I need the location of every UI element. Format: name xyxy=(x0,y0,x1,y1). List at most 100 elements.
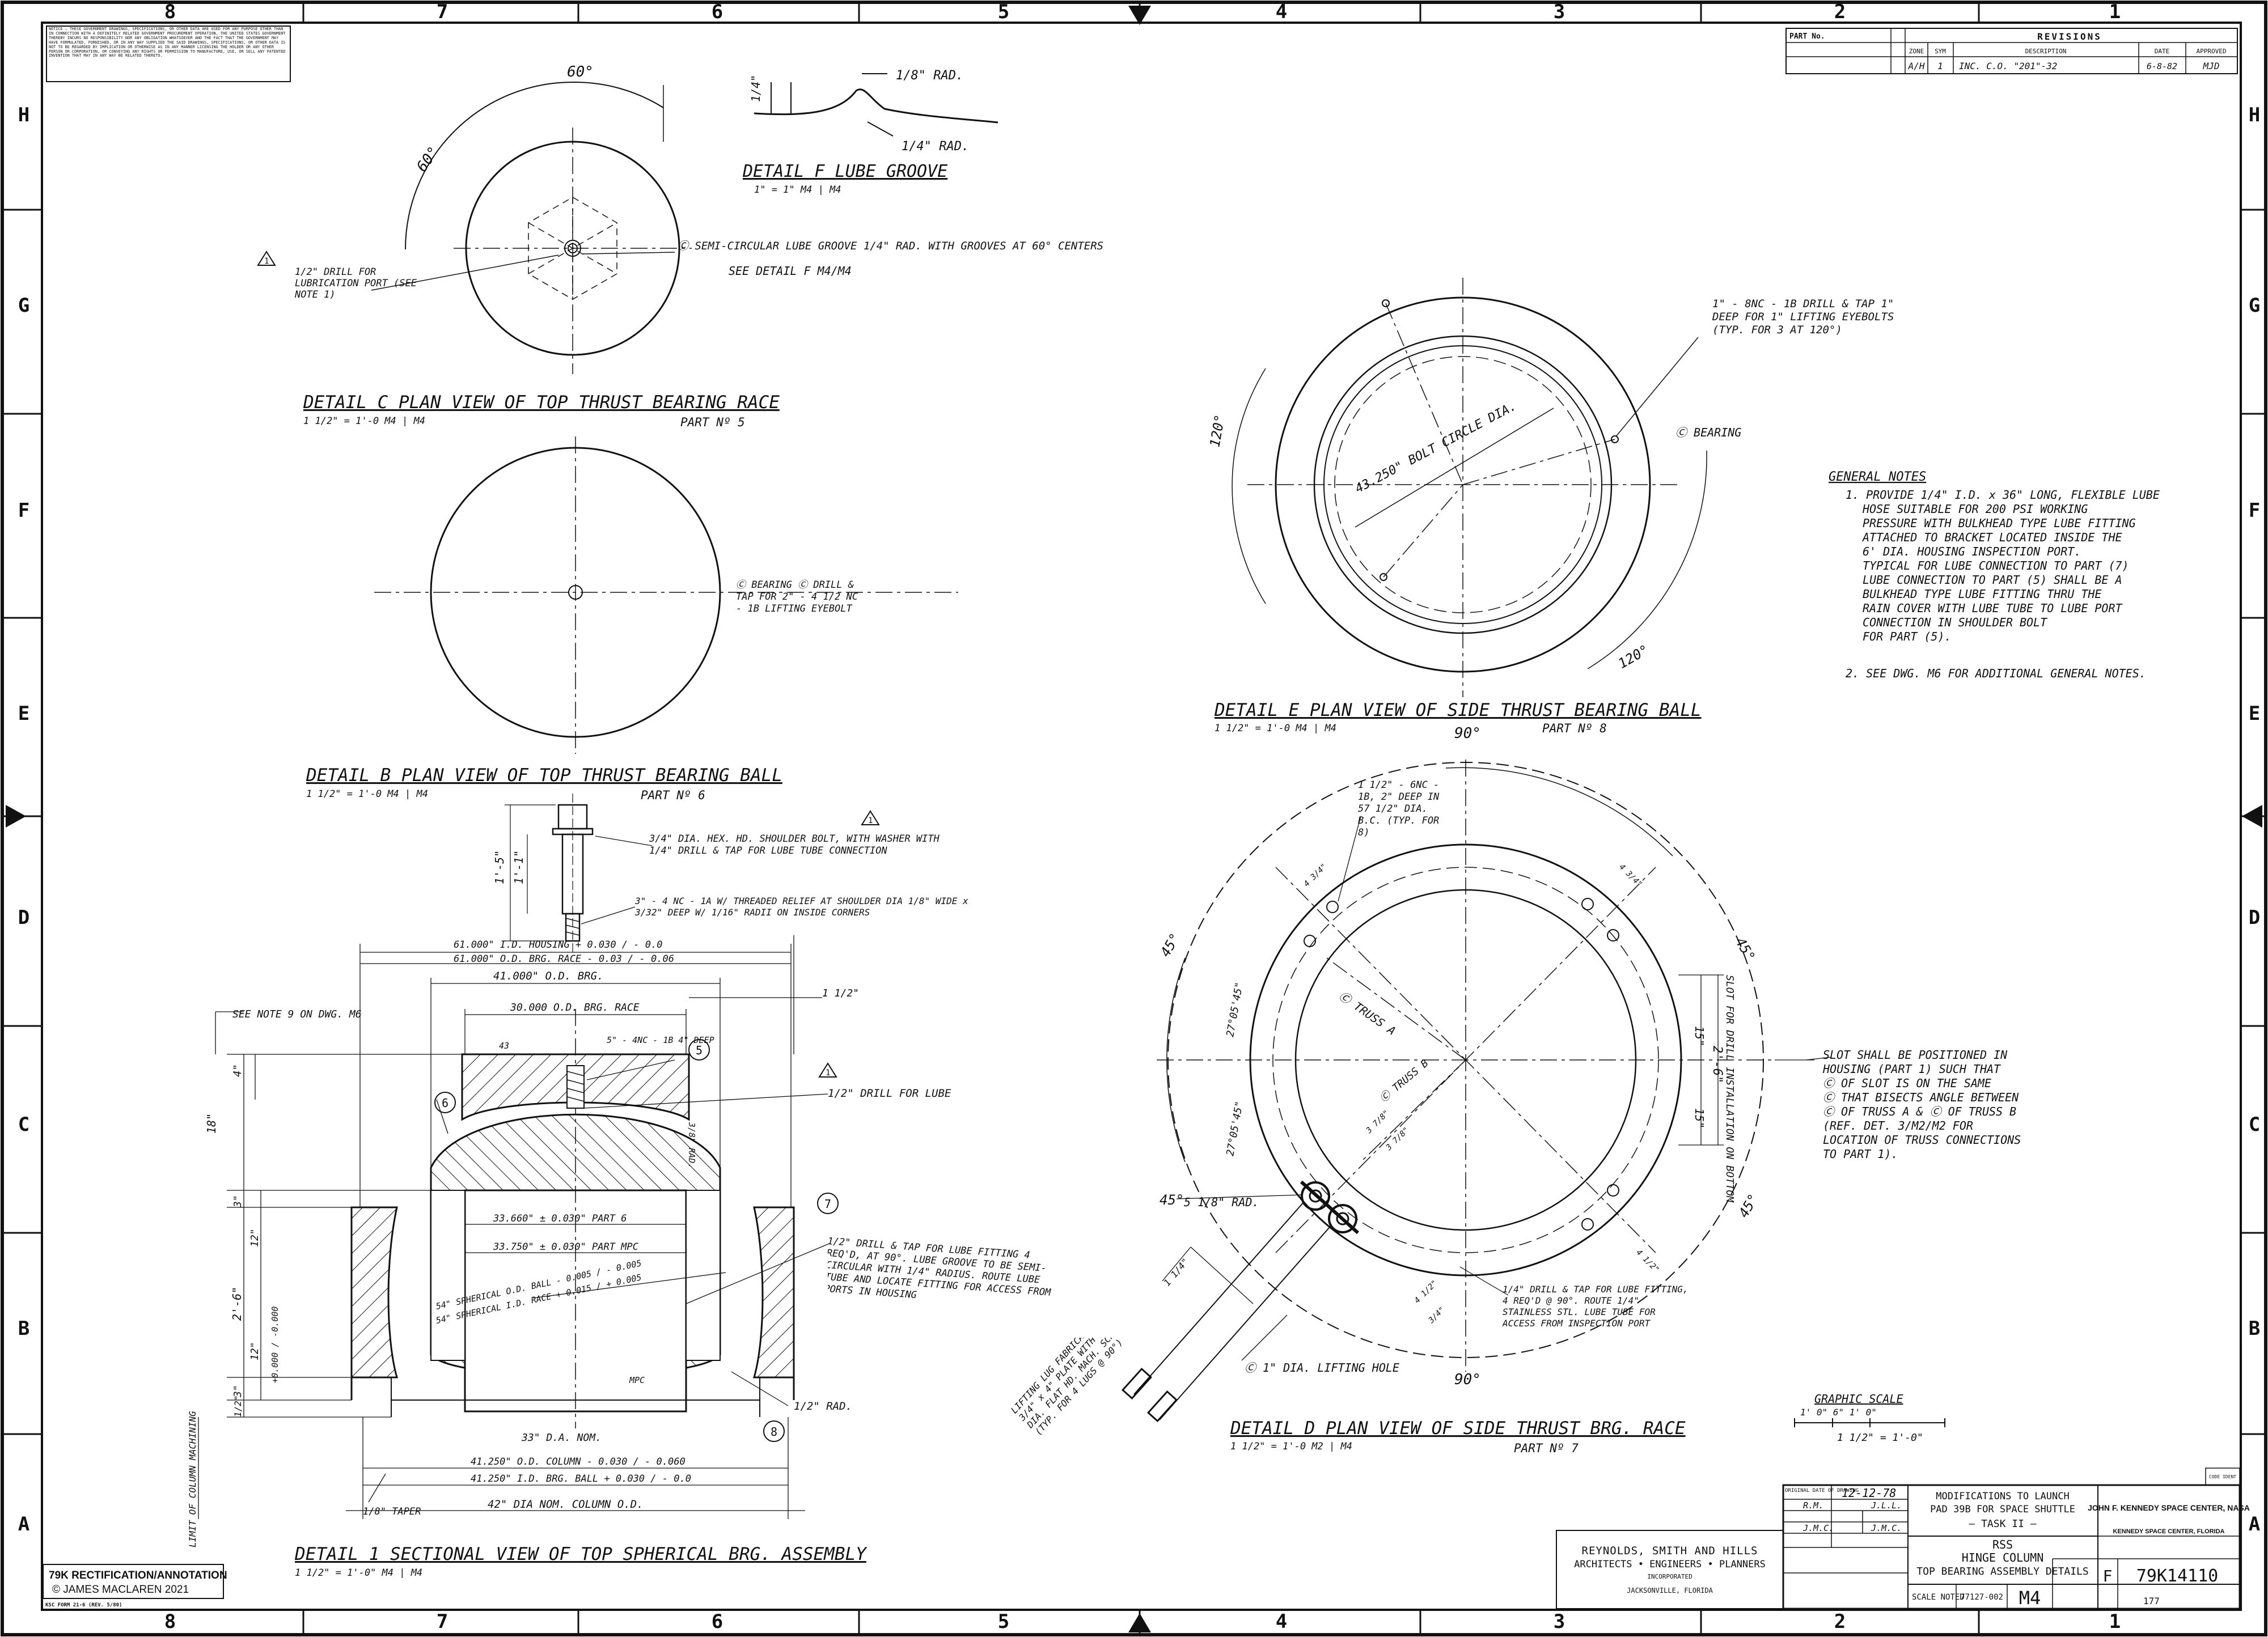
row-label-right: A xyxy=(2249,1513,2260,1536)
detail-f-dim: 1/4" xyxy=(749,75,763,102)
column-labels-bottom: 8 7 6 5 4 3 2 1 xyxy=(164,1610,2121,1633)
delta-marker-number: 1 xyxy=(264,257,269,266)
project-line-2: PAD 39B FOR SPACE SHUTTLE xyxy=(1930,1504,2075,1515)
part-balloon-label: 7 xyxy=(824,1197,831,1211)
detail-1-col-3: 42" DIA NOM. COLUMN O.D. xyxy=(488,1498,644,1511)
general-note-line: FOR PART (5). xyxy=(1863,630,1952,643)
detail-1-dim-left: 1/2" xyxy=(232,1395,243,1417)
detail-d-part: PART Nº 7 xyxy=(1514,1441,1579,1455)
detail-d-dim-small: 3/4" xyxy=(1427,1305,1447,1326)
detail-e-angle-2: 120° xyxy=(1615,642,1652,672)
rev-description: INC. C.O. "201"-32 xyxy=(1959,61,2057,71)
slot-note-line: Ⓒ THAT BISECTS ANGLE BETWEEN xyxy=(1823,1091,2019,1104)
detail-c-drawing xyxy=(371,81,692,374)
general-note-line: 1. PROVIDE 1/4" I.D. x 36" LONG, FLEXIBL… xyxy=(1846,488,2160,502)
center-mark-left xyxy=(6,805,26,828)
detail-1-taper: 1/8" TAPER xyxy=(363,1506,421,1517)
center-mark-right xyxy=(2242,805,2262,828)
detail-e-part: PART Nº 8 xyxy=(1542,722,1607,735)
firm-incorporated: INCORPORATED xyxy=(1647,1573,1692,1580)
slot-note-line: TO PART 1). xyxy=(1823,1147,1898,1161)
row-label-right: F xyxy=(2249,499,2260,522)
detail-d-dim-small: 3 7/8" xyxy=(1364,1109,1391,1136)
slot-note-line: Ⓒ OF TRUSS A & Ⓒ OF TRUSS B xyxy=(1823,1105,2016,1118)
detail-b-title: DETAIL B PLAN VIEW OF TOP THRUST BEARING… xyxy=(306,765,782,786)
detail-1-title: DETAIL 1 SECTIONAL VIEW OF TOP SPHERICAL… xyxy=(294,1544,868,1564)
detail-f-scale: 1" = 1" M4 | M4 xyxy=(754,184,841,196)
col-label-bottom: 8 xyxy=(164,1610,176,1633)
project-line-1: MODIFICATIONS TO LAUNCH xyxy=(1936,1491,2069,1502)
scale-noted: SCALE NOTED xyxy=(1912,1593,1965,1602)
annotation-line-1: 79K RECTIFICATION/ANNOTATION xyxy=(49,1570,227,1581)
detail-1-rad-bottom: 1/2" RAD. xyxy=(794,1400,852,1413)
detail-d-slot-dim: 2'-6" xyxy=(1710,1046,1724,1083)
detail-d-dim-small: 1 1/4" xyxy=(1162,1256,1191,1288)
detail-d-slot-label: SLOT FOR DRILL INSTALLATION ON BOTTOM xyxy=(1724,975,1736,1203)
row-label-right: G xyxy=(2249,294,2260,317)
part-balloon xyxy=(434,1092,456,1113)
delta-marker-number: 1 xyxy=(868,816,873,825)
detail-1-dim-top4: 4" xyxy=(231,1064,244,1077)
bolt-note-1: 3/4" DIA. HEX. HD. SHOULDER BOLT, WITH W… xyxy=(649,833,940,856)
detail-d-dim-small: 4 3/4" xyxy=(1617,863,1644,889)
firm-name: REYNOLDS, SMITH AND HILLS xyxy=(1582,1545,1758,1557)
original-date: 12-12-78 xyxy=(1842,1486,1896,1500)
row-label-left: E xyxy=(18,702,29,725)
detail-c-part: PART Nº 5 xyxy=(680,415,745,429)
detail-d-scale: 1 1/2" = 1'-0 M2 | M4 xyxy=(1230,1441,1352,1452)
detail-d-slot-1: 15" xyxy=(1692,1026,1706,1046)
annotation-box: 79K RECTIFICATION/ANNOTATION © JAMES MAC… xyxy=(43,1564,227,1599)
detail-1-scale: 1 1/2" = 1'-0" M4 | M4 xyxy=(295,1567,422,1579)
detail-f-title: DETAIL F LUBE GROOVE xyxy=(742,162,947,181)
detail-c-title: DETAIL C PLAN VIEW OF TOP THRUST BEARING… xyxy=(303,392,780,413)
detail-f-lube-groove xyxy=(754,73,998,137)
detail-c-scale: 1 1/2" = 1'-0 M4 | M4 xyxy=(303,415,425,427)
graphic-scale-ticks: 1' 0" 6" 1' 0" xyxy=(1800,1407,1877,1418)
detail-e-title: DETAIL E PLAN VIEW OF SIDE THRUST BEARIN… xyxy=(1214,700,1702,720)
drawn-by: R.M. xyxy=(1803,1500,1823,1511)
delta-marker-number: 1 xyxy=(826,1068,830,1078)
detail-d-truss-a: Ⓒ TRUSS A xyxy=(1336,989,1398,1037)
row-label-left: F xyxy=(18,499,29,522)
detail-d-ang-a: 27°05'45" xyxy=(1224,981,1246,1038)
col-label-top: 3 xyxy=(1554,1,1565,23)
detail-d-angle-bottom: 90° xyxy=(1454,1371,1481,1388)
detail-e-note-bearing: Ⓒ BEARING xyxy=(1675,426,1741,439)
rev-date: 6-8-82 xyxy=(2147,61,2177,71)
col-label-top: 6 xyxy=(712,1,723,23)
col-label-top: 7 xyxy=(437,1,448,23)
slot-note-line: LOCATION OF TRUSS CONNECTIONS xyxy=(1823,1133,2021,1147)
slot-note-line: Ⓒ OF SLOT IS ON THE SAME xyxy=(1823,1076,1991,1090)
row-label-right: E xyxy=(2249,702,2260,725)
column-labels-top: 8 7 6 5 4 3 2 1 xyxy=(164,1,2121,23)
shoulder-bolt-drawing xyxy=(505,794,653,952)
drawing-size: F xyxy=(2103,1567,2113,1585)
detail-1-dim-33dia: 33" D.A. NOM. xyxy=(521,1432,602,1444)
detail-b-note: Ⓒ BEARING Ⓒ DRILL & TAP FOR 2" - 4 1/2 N… xyxy=(736,579,858,614)
general-note-line: LUBE CONNECTION TO PART (5) SHALL BE A xyxy=(1863,573,2122,587)
general-note-line: PRESSURE WITH BULKHEAD TYPE LUBE FITTING xyxy=(1863,516,2136,530)
designed-by: J.M.C. xyxy=(1802,1523,1834,1533)
row-label-left: A xyxy=(18,1513,29,1536)
delta-marker xyxy=(818,1062,837,1078)
slot-note-line: HOUSING (PART 1) SUCH THAT xyxy=(1822,1062,2002,1076)
general-notes: GENERAL NOTES 1. PROVIDE 1/4" I.D. x 36"… xyxy=(1829,470,2160,680)
general-notes-title: GENERAL NOTES xyxy=(1829,470,1926,484)
part-no-label: PART No. xyxy=(1789,32,1825,41)
row-label-left: C xyxy=(18,1113,29,1136)
delta-marker xyxy=(861,810,880,825)
detail-b-drawing xyxy=(374,436,958,754)
detail-c-angle-1: 60° xyxy=(567,63,594,80)
detail-d-slot-2: 15" xyxy=(1692,1108,1706,1129)
bolt-note-2: 3" - 4 NC - 1A W/ THREADED RELIEF AT SHO… xyxy=(635,896,968,918)
detail-c-note-see: SEE DETAIL F M4/M4 xyxy=(729,264,852,278)
detail-f-top-rad: 1/8" RAD. xyxy=(896,69,963,83)
detail-1-drill-lube: 1/2" DRILL FOR LUBE xyxy=(828,1087,951,1100)
part-balloon-label: 8 xyxy=(771,1425,777,1439)
detail-d-dim-small: 4 3/4" xyxy=(1302,862,1329,889)
detail-d-note-tap: 1 1/2" - 6NC - 1B, 2" DEEP IN 57 1/2" DI… xyxy=(1358,779,1440,838)
rev-header-date: DATE xyxy=(2155,48,2170,55)
detail-c-note-groove: Ⓒ SEMI-CIRCULAR LUBE GROOVE 1/4" RAD. WI… xyxy=(678,240,1103,252)
col-label-bottom: 7 xyxy=(437,1610,448,1633)
